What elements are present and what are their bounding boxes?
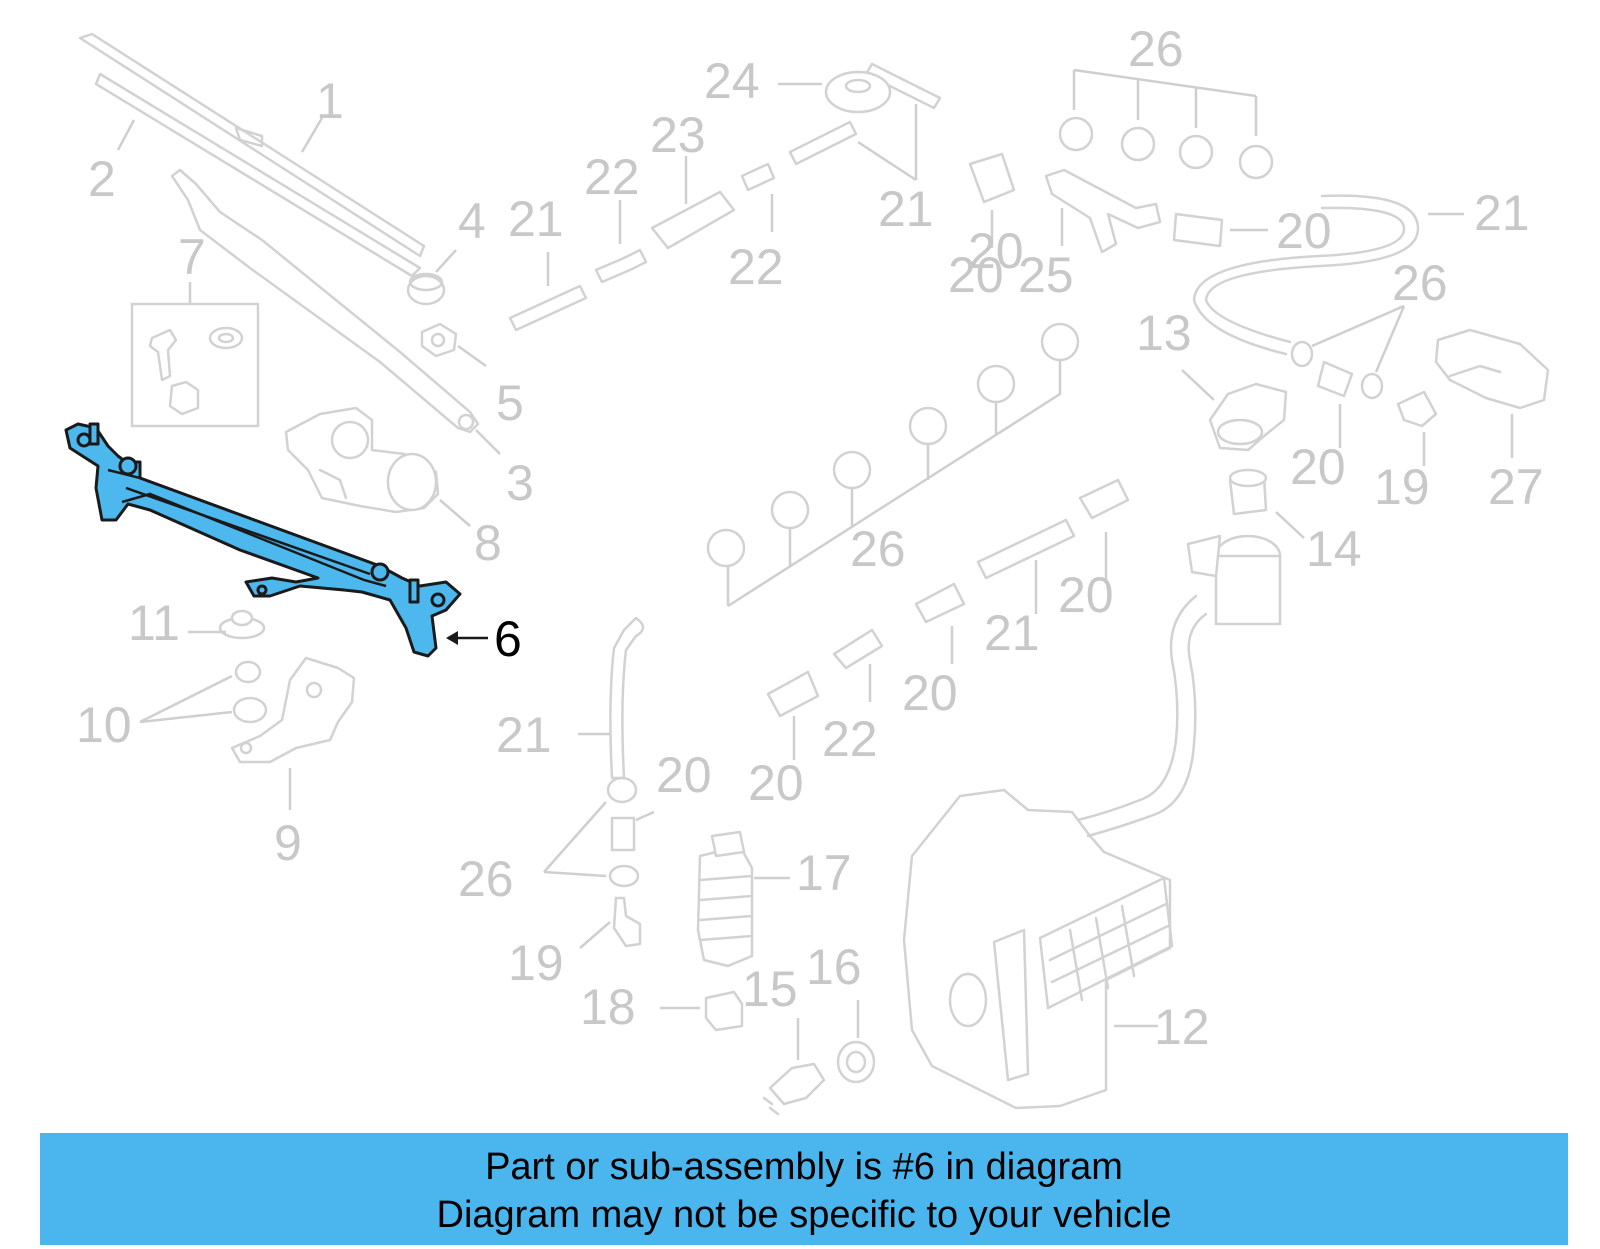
label-20-b: 20 xyxy=(1276,203,1332,259)
label-9: 9 xyxy=(274,815,302,871)
pump-part-17 xyxy=(696,830,754,968)
label-4: 4 xyxy=(458,193,486,249)
label-26-d: 26 xyxy=(458,851,514,907)
label-20-a: 20 xyxy=(948,247,1004,303)
label-1: 1 xyxy=(316,73,344,129)
label-24: 24 xyxy=(704,53,760,109)
label-19-lower: 19 xyxy=(508,935,564,991)
label-26-c: 26 xyxy=(850,521,906,577)
label-11: 11 xyxy=(128,595,180,651)
label-21-a: 21 xyxy=(508,191,564,247)
label-20-c: 20 xyxy=(1290,439,1346,495)
sleeve-part-23 xyxy=(650,190,736,250)
sleeve-part-20-top xyxy=(968,152,1016,204)
connector-part-22-right xyxy=(740,162,776,192)
grommet-part-24 xyxy=(824,70,892,114)
hose-part-21-lower xyxy=(609,616,645,780)
nut-part-5 xyxy=(420,322,458,358)
label-23: 23 xyxy=(650,107,706,163)
caption-banner: Part or sub-assembly is #6 in diagram Di… xyxy=(40,1133,1568,1245)
sleeve-part-20-top-right xyxy=(1172,212,1224,248)
tee-connector-part-25 xyxy=(1044,168,1162,254)
label-15: 15 xyxy=(742,961,798,1017)
label-20-g: 20 xyxy=(656,747,712,803)
label-10: 10 xyxy=(76,697,132,753)
sleeve-part-20-center-a xyxy=(1078,478,1130,520)
label-19-right: 19 xyxy=(1374,459,1430,515)
seal-part-16 xyxy=(836,1040,876,1084)
label-16: 16 xyxy=(806,939,862,995)
hose-part-21-right xyxy=(1192,194,1420,356)
label-8: 8 xyxy=(474,515,502,571)
label-2: 2 xyxy=(88,151,116,207)
label-27: 27 xyxy=(1488,459,1544,515)
motor-part-8 xyxy=(284,406,440,514)
connector-part-22-center xyxy=(832,628,884,670)
label-6: 6 xyxy=(494,611,522,667)
label-12: 12 xyxy=(1154,999,1210,1055)
nozzle-part-19-right xyxy=(1396,390,1438,428)
connector-part-22-left xyxy=(594,248,648,284)
clamp-part-26-lower-b xyxy=(608,864,640,888)
clamps-part-26-center xyxy=(706,322,1080,608)
sleeve-part-20-center-b xyxy=(914,582,966,624)
label-20-e: 20 xyxy=(902,665,958,721)
kit-box-part-7 xyxy=(130,282,260,428)
caption-line-1: Part or sub-assembly is #6 in diagram xyxy=(485,1146,1123,1188)
label-14: 14 xyxy=(1306,521,1362,577)
wiper-blade xyxy=(78,32,426,278)
wiper-arm xyxy=(170,168,480,434)
label-7: 7 xyxy=(178,229,206,285)
clamps-part-26-right xyxy=(1290,340,1384,400)
nozzle-part-27 xyxy=(1434,328,1550,410)
hose-part-21-left xyxy=(508,284,588,332)
sleeve-part-20-center-c xyxy=(766,670,820,718)
part-labels: 1 2 3 4 5 6 7 8 9 10 11 12 13 14 15 16 1… xyxy=(76,21,1544,1055)
wiper-linkage-part-6 xyxy=(64,422,462,658)
grommet-parts-10-11 xyxy=(218,609,268,724)
label-20-h: 20 xyxy=(968,223,1024,279)
label-18: 18 xyxy=(580,979,636,1035)
label-17: 17 xyxy=(796,845,852,901)
label-22-a: 22 xyxy=(584,149,640,205)
clamp-part-26-lower-a xyxy=(606,776,638,804)
label-22-b: 22 xyxy=(728,239,784,295)
sleeve-part-20-lower xyxy=(610,816,636,852)
hose-part-21-top xyxy=(788,62,942,166)
label-13: 13 xyxy=(1136,305,1192,361)
bracket-part-9 xyxy=(230,656,356,764)
label-20-d: 20 xyxy=(1058,567,1114,623)
reservoir-part-12 xyxy=(902,534,1282,1110)
sensor-part-15 xyxy=(762,1062,826,1116)
label-5: 5 xyxy=(496,375,524,431)
clamps-part-26-top xyxy=(1058,68,1274,180)
hose-part-21-center xyxy=(976,518,1076,580)
caption-line-2: Diagram may not be specific to your vehi… xyxy=(436,1194,1172,1236)
label-3: 3 xyxy=(506,455,534,511)
label-20-f: 20 xyxy=(748,755,804,811)
nozzle-part-19-lower xyxy=(612,896,642,948)
label-22-c: 22 xyxy=(822,711,878,767)
label-21-e: 21 xyxy=(496,707,552,763)
label-21-c: 21 xyxy=(1474,185,1530,241)
label-26-b: 26 xyxy=(1392,255,1448,311)
cap-part-4 xyxy=(406,272,446,306)
label-25: 25 xyxy=(1018,247,1074,303)
cover-part-13 xyxy=(1208,382,1288,452)
label-21-d: 21 xyxy=(984,605,1040,661)
filler-part-14 xyxy=(1228,468,1268,516)
label-26-a: 26 xyxy=(1128,21,1184,77)
sleeve-part-20-right xyxy=(1316,360,1354,398)
label-21-b: 21 xyxy=(878,181,934,237)
grommet-part-18 xyxy=(704,990,744,1032)
